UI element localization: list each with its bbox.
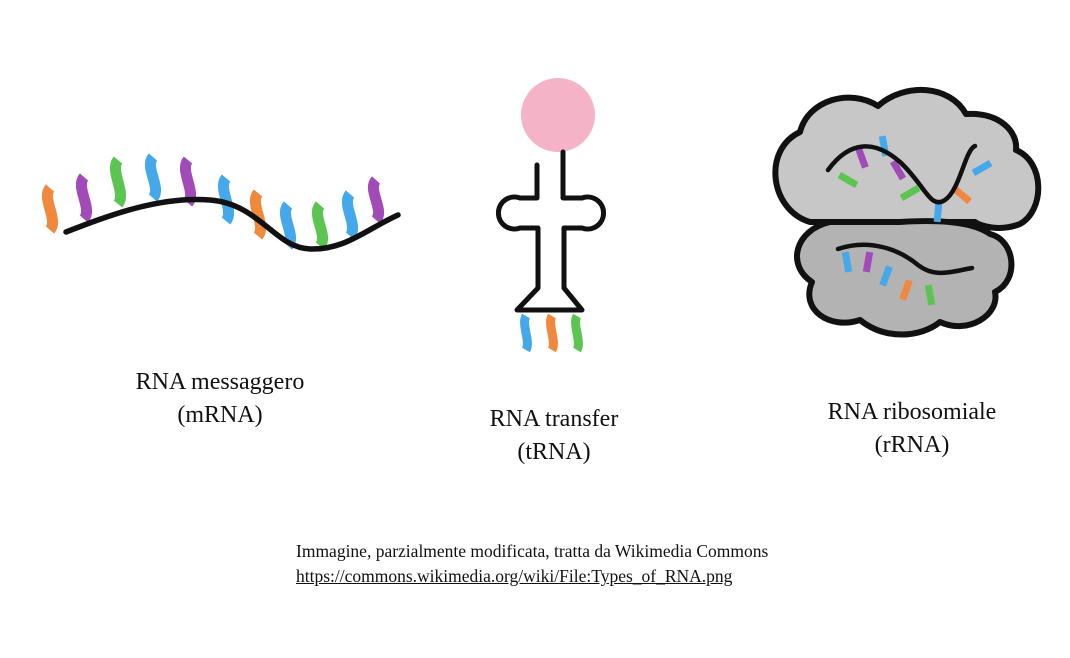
mrna-base [144,153,162,202]
mrna-bases [41,153,385,250]
rrna-large-base [855,147,869,169]
rrna-label: RNA ribosomiale (rRNA) [752,396,1070,462]
rrna-small-base [924,284,936,306]
trna-anticodon-base [520,313,532,353]
rrna-small-base [879,265,893,287]
rrna-small-base [899,279,913,301]
mrna-backbone [63,196,401,252]
rrna-small-bases [841,251,936,306]
trna-label: RNA transfer (tRNA) [394,403,714,469]
trna-amino-acid-circle [521,78,595,152]
rrna-large-base [837,171,859,189]
image-credit: Immagine, parzialmente modificata, tratt… [296,539,768,589]
rrna-large-base [933,201,943,223]
rrna-large-base [899,184,921,202]
rrna-illustration [772,86,1042,338]
rrna-large-base [971,159,993,177]
rrna-large-base [889,159,907,181]
rrna-small-base [862,251,874,273]
mrna-base [341,190,359,240]
trna-cloverleaf-outline [496,149,606,313]
rrna-abbreviation: (rRNA) [874,432,950,458]
mrna-base [75,173,93,223]
mrna-base [311,201,329,250]
mrna-title: RNA messaggero [135,369,305,395]
mrna-abbreviation: (mRNA) [177,402,263,428]
mrna-base [249,189,267,240]
mrna-base [41,184,59,234]
rrna-small-strand [835,242,975,276]
ribosome-large-subunit [772,86,1042,231]
trna-abbreviation: (tRNA) [517,439,591,465]
credit-link[interactable]: https://commons.wikimedia.org/wiki/File:… [296,566,733,586]
mrna-label: RNA messaggero (mRNA) [60,366,380,432]
rrna-large-strand [825,143,978,205]
trna-anticodon-base [546,313,558,353]
mrna-base [109,156,127,208]
trna-title: RNA transfer [489,406,619,432]
rrna-small-base [841,251,853,273]
mrna-base [217,174,235,225]
trna-illustration [496,78,606,353]
mrna-illustration [41,153,401,252]
mrna-base [367,176,385,224]
trna-anticodon-bases [520,313,583,353]
rrna-title: RNA ribosomiale [827,399,997,425]
ribosome-small-subunit [794,218,1015,338]
mrna-base [179,156,197,207]
trna-anticodon-base [571,313,583,353]
rrna-large-base [952,185,972,205]
credit-text: Immagine, parzialmente modificata, tratt… [296,541,769,561]
rrna-large-bases [837,135,993,223]
